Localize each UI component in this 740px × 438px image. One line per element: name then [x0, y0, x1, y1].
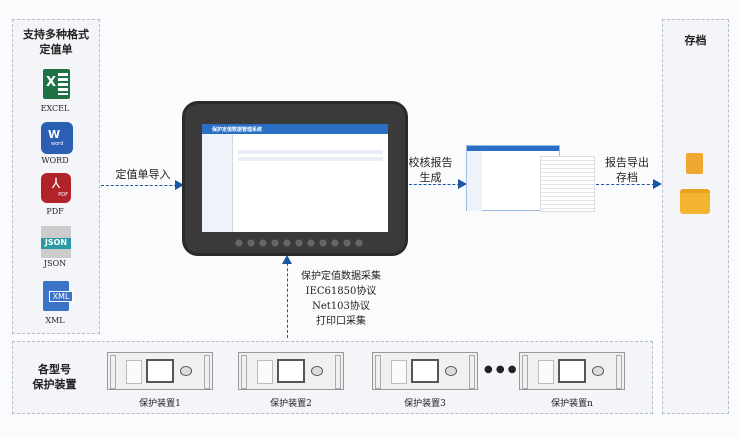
format-label-json: JSON [43, 259, 67, 268]
report-label-line1: 校核报告 [408, 156, 453, 169]
archive-title: 存档 [684, 34, 707, 47]
devices-title-line1: 各型号 [38, 363, 71, 376]
tablet-buttons [233, 238, 363, 248]
protection-device [107, 352, 213, 390]
format-label-xml: XML [45, 316, 65, 325]
formats-title: 支持多种格式 定值单 [12, 27, 100, 57]
export-arrow [596, 179, 662, 189]
collection-line: Net103协议 [312, 301, 370, 312]
format-label-excel: EXCEL [40, 104, 70, 113]
document-icon [686, 153, 703, 174]
tablet-screen: 保护定值数据管理系统 [202, 124, 388, 232]
device-label: 保护装置3 [404, 399, 446, 409]
device-label: 保护装置n [551, 399, 593, 409]
protection-device [372, 352, 478, 390]
archive-panel [662, 19, 729, 414]
formats-title-line1: 支持多种格式 [23, 28, 89, 41]
excel-icon: X [43, 69, 70, 99]
formats-title-line2: 定值单 [39, 43, 73, 56]
json-icon: JSON [41, 226, 71, 258]
format-label-word: WORD [41, 156, 69, 165]
xml-icon: XML [43, 281, 73, 311]
app-header: 保护定值数据管理系统 [202, 124, 388, 134]
protection-device [238, 352, 344, 390]
tablet-device: 保护定值数据管理系统 [182, 101, 408, 256]
export-label-line1: 报告导出 [605, 156, 649, 169]
app-table [238, 150, 383, 164]
collection-arrow [282, 255, 292, 338]
collection-line: 打印口采集 [316, 316, 366, 327]
ellipsis: ● ● ● [484, 364, 517, 375]
report-label: 校核报告 生成 [403, 155, 458, 185]
devices-title: 各型号 保护装置 [22, 362, 87, 392]
device-label: 保护装置1 [139, 399, 181, 409]
report-label-line2: 生成 [419, 171, 442, 184]
import-label: 定值单导入 [115, 168, 171, 181]
collection-text: 保护定值数据采集 IEC61850协议 Net103协议 打印口采集 [296, 269, 386, 329]
folder-icon [680, 189, 710, 214]
format-label-pdf: PDF [46, 207, 64, 216]
export-label-line2: 存档 [616, 171, 638, 184]
collection-line: IEC61850协议 [305, 286, 377, 297]
report-arrow [409, 179, 467, 189]
export-label: 报告导出 存档 [598, 155, 656, 185]
import-arrow [101, 180, 184, 190]
device-label: 保护装置2 [270, 399, 312, 409]
app-sidebar [202, 134, 233, 232]
report-document [540, 156, 595, 212]
devices-title-line2: 保护装置 [32, 378, 77, 391]
protection-device [519, 352, 625, 390]
collection-line: 保护定值数据采集 [301, 271, 381, 282]
pdf-icon: ⅄PDF [41, 173, 71, 203]
